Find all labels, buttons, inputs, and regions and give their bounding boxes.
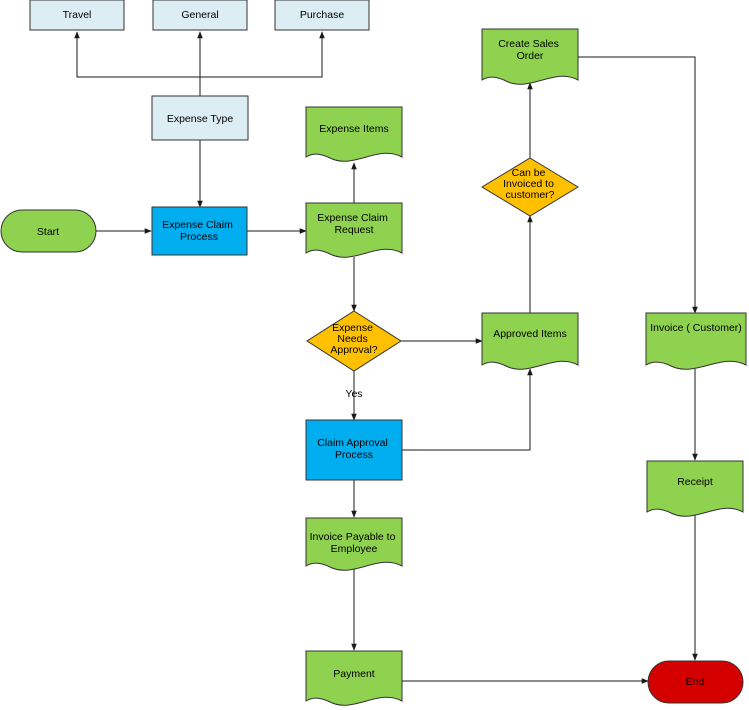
claim-approval-process-line2: Process — [335, 449, 373, 461]
can-be-invoiced-line1: Can be — [512, 167, 546, 179]
create-sales-order-document[interactable]: Create Sales Order — [481, 28, 579, 85]
end-terminator[interactable]: End — [647, 660, 744, 704]
receipt-document[interactable]: Receipt — [646, 460, 744, 517]
can-be-invoiced-decision[interactable]: Can be Invoiced to customer? — [481, 157, 579, 217]
create-sales-order-label: Create Sales Order — [498, 38, 562, 62]
start-label: Start — [37, 226, 59, 238]
connectors — [74, 31, 698, 684]
invoice-customer-document[interactable]: Invoice ( Customer) — [645, 312, 747, 370]
expense-type-label: Expense Type — [167, 113, 234, 125]
category-travel[interactable]: Travel — [29, 0, 125, 31]
expense-claim-process-box[interactable]: Expense Claim Process — [151, 206, 248, 256]
expense-needs-approval-line1: Expense — [332, 322, 373, 334]
payment-label: Payment — [333, 668, 375, 680]
connector-expense-type-to-purchase — [200, 31, 325, 78]
create-sales-order-line2: Order — [517, 50, 544, 62]
end-label: End — [686, 676, 705, 688]
payment-document[interactable]: Payment — [305, 650, 403, 706]
edge-label-yes: Yes — [345, 388, 362, 400]
invoice-payable-document[interactable]: Invoice Payable to Employee — [305, 517, 403, 571]
expense-type-box[interactable]: Expense Type — [151, 95, 249, 141]
invoice-customer-label: Invoice ( Customer) — [650, 322, 742, 334]
expense-needs-approval-decision[interactable]: Expense Needs Approval? — [306, 310, 402, 372]
category-general-label: General — [181, 9, 218, 21]
claim-approval-process-label: Claim Approval Process — [317, 437, 391, 461]
expense-claim-process-label: Expense Claim Process — [162, 219, 236, 243]
connector-claim-approval-to-approved-items — [402, 368, 533, 451]
connector-sales-order-to-invoice-customer — [578, 56, 698, 314]
expense-claim-request-line2: Request — [334, 224, 373, 236]
approved-items-label: Approved Items — [493, 328, 567, 340]
expense-needs-approval-label: Expense Needs Approval? — [330, 322, 377, 356]
invoice-payable-line2: Employee — [331, 543, 378, 555]
claim-approval-process-line1: Claim Approval — [317, 437, 388, 449]
invoice-payable-label: Invoice Payable to Employee — [310, 531, 399, 555]
expense-needs-approval-line2: Needs — [337, 333, 367, 345]
connector-expense-type-to-travel — [74, 31, 200, 78]
expense-items-label: Expense Items — [319, 123, 388, 135]
can-be-invoiced-line2: Invoiced to — [503, 178, 554, 190]
category-general[interactable]: General — [152, 0, 248, 31]
expense-needs-approval-line3: Approval? — [330, 344, 377, 356]
invoice-payable-line1: Invoice Payable to — [310, 531, 396, 543]
category-purchase[interactable]: Purchase — [274, 0, 370, 31]
category-purchase-label: Purchase — [300, 9, 345, 21]
category-travel-label: Travel — [63, 9, 92, 21]
expense-claim-request-line1: Expense Claim — [317, 212, 388, 224]
claim-approval-process-box[interactable]: Claim Approval Process — [305, 419, 403, 481]
approved-items-document[interactable]: Approved Items — [481, 312, 579, 370]
expense-claim-request-label: Expense Claim Request — [317, 212, 391, 236]
create-sales-order-line1: Create Sales — [498, 38, 559, 50]
can-be-invoiced-line3: customer? — [505, 189, 554, 201]
expense-claim-request-document[interactable]: Expense Claim Request — [305, 202, 403, 258]
expense-claim-process-line2: Process — [180, 231, 218, 243]
expense-claim-process-line1: Expense Claim — [162, 219, 233, 231]
can-be-invoiced-label: Can be Invoiced to customer? — [503, 167, 557, 201]
expense-items-document[interactable]: Expense Items — [305, 106, 403, 162]
receipt-label: Receipt — [677, 476, 713, 488]
start-terminator[interactable]: Start — [0, 209, 97, 253]
